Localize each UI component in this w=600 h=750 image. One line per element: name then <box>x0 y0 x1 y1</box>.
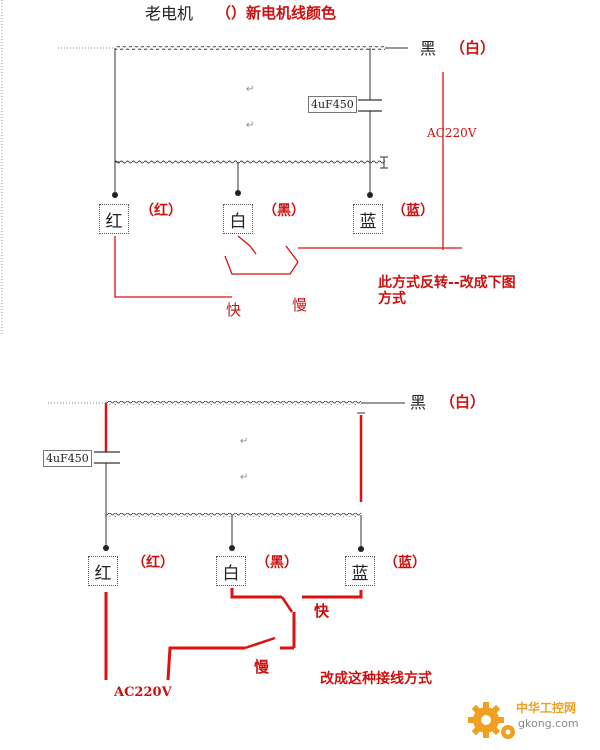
d2-para-mark-1: ↵ <box>240 436 249 447</box>
d1-top-rail <box>115 46 385 50</box>
d1-box-white: 白 <box>223 204 253 234</box>
d1-supply-label: AC220V <box>427 126 477 140</box>
d2-dot-white <box>229 545 235 551</box>
d1-fast-label: 快 <box>226 301 242 319</box>
d1-bottom-rail <box>115 160 385 164</box>
d1-para-mark-1: ↵ <box>246 84 255 95</box>
d2-dot-red <box>103 545 109 551</box>
d2-box-blue: 蓝 <box>345 556 375 586</box>
d2-para-mark-2: ↵ <box>240 472 249 483</box>
diagram2-red-wires <box>104 588 363 681</box>
d2-slow-label: 慢 <box>254 658 270 676</box>
d2-comment: 改成这种接线方式 <box>320 671 432 687</box>
d2-supply-label: AC220V <box>114 685 172 700</box>
d1-dot-blue <box>367 192 373 198</box>
watermark-site-url: gkong.com <box>518 717 579 730</box>
d2-terminal-white: （白） <box>440 393 486 411</box>
diagram1-red-wires <box>114 72 462 298</box>
diagram1-wires <box>1 0 408 335</box>
d1-title-new-colors: （）新电机线颜色 <box>216 4 337 22</box>
d1-box-blue: 蓝 <box>353 204 383 234</box>
d2-terminal-black: 黑 <box>410 393 427 412</box>
d2-top-rail <box>106 401 361 405</box>
d1-para-mark-2: ↵ <box>246 120 255 131</box>
d1-note-red: （红） <box>140 203 182 219</box>
d1-terminal-black: 黑 <box>420 39 437 58</box>
d1-slow-label: 慢 <box>292 296 308 314</box>
diagram2-wires <box>48 401 405 552</box>
d1-terminal-white: （白） <box>450 39 496 57</box>
d2-capacitor-label: 4uF450 <box>43 450 92 467</box>
d1-capacitor-label: 4uF450 <box>308 96 357 113</box>
d1-comment-line1: 此方式反转--改成下图 <box>378 275 516 291</box>
d1-box-red: 红 <box>99 204 129 234</box>
d1-comment-line2: 方式 <box>378 291 406 307</box>
d2-fast-label: 快 <box>314 602 330 620</box>
watermark-site-name: 中华工控网 <box>516 701 577 715</box>
d2-box-red: 红 <box>88 556 118 586</box>
d2-box-white: 白 <box>216 556 246 586</box>
watermark-logo: 中华工控网 gkong.com <box>466 696 596 748</box>
d1-note-black: （黑） <box>263 203 305 219</box>
d1-note-blue: （蓝） <box>392 203 434 219</box>
d2-note-blue: （蓝） <box>384 555 426 571</box>
d2-note-red: （红） <box>132 555 174 571</box>
d1-title-old-motor: 老电机 <box>145 4 194 23</box>
d1-dot-white <box>235 190 241 196</box>
gear-icon <box>468 702 515 739</box>
d2-note-black: （黑） <box>256 555 298 571</box>
d1-dot-red <box>112 192 118 198</box>
d2-dot-blue <box>358 546 364 552</box>
d2-bottom-rail <box>106 513 361 517</box>
